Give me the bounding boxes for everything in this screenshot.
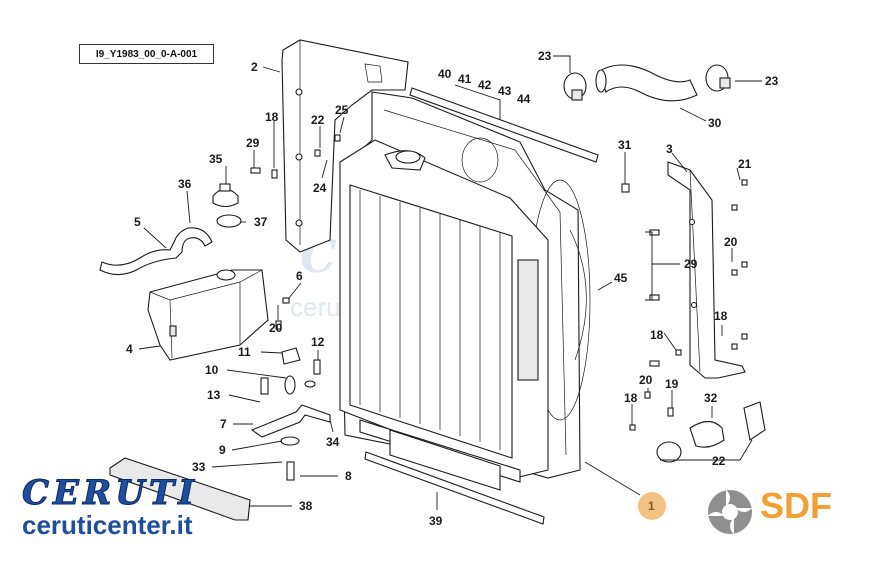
fan-blade-outline	[569, 229, 587, 361]
label-30: 30	[708, 116, 722, 130]
ceruti-logo-url: ceruticenter.it	[22, 510, 193, 540]
label-18: 18	[265, 110, 279, 124]
label-41: 41	[458, 72, 472, 86]
label-20: 20	[724, 235, 738, 249]
seal-strip-top	[409, 87, 599, 163]
label-5: 5	[134, 215, 141, 229]
sdf-logo-text: SDF	[760, 485, 832, 526]
washer	[280, 436, 300, 446]
bolt-12	[313, 359, 321, 375]
label-23: 23	[765, 74, 779, 88]
label-22: 22	[712, 454, 726, 468]
radiator	[339, 139, 549, 491]
label-43: 43	[498, 84, 512, 98]
label-18: 18	[714, 309, 728, 323]
label-13: 13	[207, 388, 221, 402]
label-35: 35	[209, 152, 223, 166]
fasteners	[250, 134, 748, 431]
label-42: 42	[478, 78, 492, 92]
nut	[304, 380, 316, 388]
label-32: 32	[704, 391, 718, 405]
spacer	[284, 375, 296, 395]
label-37: 37	[254, 215, 268, 229]
seal-strip-bottom	[364, 451, 545, 525]
sdf-logo: SDF	[706, 486, 832, 526]
label-2: 2	[251, 60, 258, 74]
label-24: 24	[313, 181, 327, 195]
hose-clamp-right	[705, 64, 731, 92]
label-39: 39	[429, 514, 443, 528]
left-side-panel	[281, 39, 409, 253]
label-38: 38	[299, 499, 313, 513]
sdf-logo-icon	[708, 490, 752, 534]
bolt-13	[260, 377, 269, 395]
upper-hose	[595, 64, 698, 102]
label-29: 29	[684, 257, 698, 271]
label-10: 10	[205, 363, 219, 377]
ceruti-logo: CERUTI ceruticenter.it	[22, 473, 262, 541]
label-4: 4	[126, 342, 133, 356]
label-36: 36	[178, 177, 192, 191]
label-25: 25	[335, 103, 349, 117]
label-44: 44	[517, 92, 531, 106]
label-20: 20	[639, 373, 653, 387]
label-18: 18	[650, 328, 664, 342]
right-side-panel	[667, 161, 746, 379]
bolt-8	[286, 461, 295, 481]
lower-hose	[689, 401, 766, 448]
label-31: 31	[618, 138, 632, 152]
label-34: 34	[326, 435, 340, 449]
overflow-hose	[99, 227, 213, 276]
label-20: 20	[269, 321, 283, 335]
bracket	[250, 404, 331, 438]
label-40: 40	[438, 67, 452, 81]
badge-label: 1	[648, 499, 655, 513]
ceruti-logo-brand: CERUTI	[22, 473, 199, 513]
label-18: 18	[624, 391, 638, 405]
cap-seal	[216, 214, 242, 228]
label-19: 19	[665, 377, 679, 391]
rubber-mount	[281, 347, 301, 365]
callout-badge: 1	[638, 492, 666, 520]
label-7: 7	[220, 417, 227, 431]
label-33: 33	[192, 460, 206, 474]
label-3: 3	[666, 142, 673, 156]
lower-clamp	[656, 441, 682, 463]
label-29: 29	[246, 136, 260, 150]
label-11: 11	[238, 345, 251, 359]
expansion-tank	[147, 269, 269, 361]
label-22: 22	[311, 113, 325, 127]
label-6: 6	[296, 269, 303, 283]
leader-lines	[138, 55, 762, 510]
cover-plate	[109, 457, 251, 521]
label-23: 23	[538, 49, 552, 63]
filler-cap	[212, 183, 239, 208]
label-8: 8	[345, 469, 352, 483]
label-12: 12	[311, 335, 325, 349]
part-number-labels: 2 18 29 22 25 24 35 36 37 5 6 20 4 11 12…	[126, 49, 779, 528]
drawing-code-label: I9_Y1983_00_0-A-001	[79, 44, 214, 64]
label-9: 9	[219, 443, 226, 457]
label-21: 21	[738, 157, 752, 171]
label-45: 45	[614, 271, 628, 285]
hose-clamp-left	[563, 72, 587, 101]
